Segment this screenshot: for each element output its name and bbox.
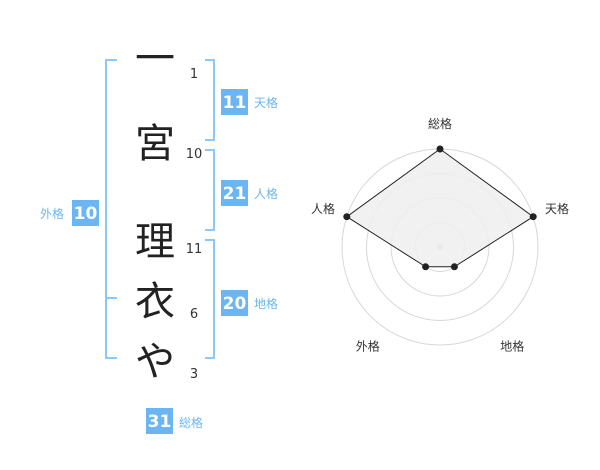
chikaku-label: 地格: [254, 296, 278, 311]
stroke-count-2: 10: [186, 147, 203, 162]
soukaku-badge: 31 総格: [146, 408, 203, 434]
stroke-count-5: 3: [190, 367, 198, 382]
chikaku-bracket: [205, 239, 215, 359]
stroke-count-1: 1: [190, 67, 198, 82]
gaikaku-badge-box: [72, 200, 99, 226]
jinkaku-value: 21: [223, 184, 247, 204]
tenkaku-badge: 11 天格: [221, 89, 278, 115]
soukaku-label: 総格: [179, 415, 203, 430]
stroke-count-4: 6: [190, 307, 198, 322]
radar-point-4: [422, 263, 430, 271]
chikaku-badge-box: [221, 290, 248, 316]
gaikaku-badge: 外格 10: [40, 200, 99, 226]
chikaku-value: 20: [223, 294, 247, 314]
radar-point-5: [343, 213, 351, 221]
soukaku-badge-box: [146, 408, 173, 434]
radar-data-polygon: [345, 148, 535, 268]
radar-axis-label-3: 地格: [500, 339, 524, 354]
name-char-3: 理: [135, 219, 175, 265]
tenkaku-bracket: [205, 59, 215, 141]
gaikaku-value: 10: [74, 204, 98, 224]
stroke-counts: 1 10 11 6 3: [186, 67, 203, 382]
name-char-2: 宮: [135, 121, 175, 167]
chikaku-badge: 20 地格: [221, 290, 278, 316]
tenkaku-label: 天格: [254, 95, 278, 110]
tenkaku-value: 11: [223, 93, 247, 113]
radar-point-3: [450, 263, 458, 271]
radar-axis-label-4: 外格: [356, 339, 380, 354]
radar-point-1: [436, 145, 444, 153]
name-char-1: 一: [135, 36, 175, 82]
radar-axis-label-1: 総格: [428, 116, 452, 131]
name-char-5: や: [135, 339, 175, 385]
brackets: [105, 59, 215, 359]
radar-axis-label-5: 人格: [311, 201, 335, 216]
tenkaku-badge-box: [221, 89, 248, 115]
radar-point-2: [529, 213, 537, 221]
gaikaku-label: 外格: [40, 206, 64, 221]
jinkaku-badge: 21 人格: [221, 180, 278, 206]
soukaku-value: 31: [148, 412, 172, 432]
gaikaku-bracket: [105, 59, 117, 359]
jinkaku-badge-box: [221, 180, 248, 206]
jinkaku-label: 人格: [254, 186, 278, 201]
jinkaku-bracket: [205, 149, 215, 231]
name-char-4: 衣: [135, 279, 175, 325]
name-characters: 一 宮 理 衣 や: [135, 36, 175, 385]
stroke-count-3: 11: [186, 242, 203, 257]
radar-axis-label-2: 天格: [545, 201, 569, 216]
